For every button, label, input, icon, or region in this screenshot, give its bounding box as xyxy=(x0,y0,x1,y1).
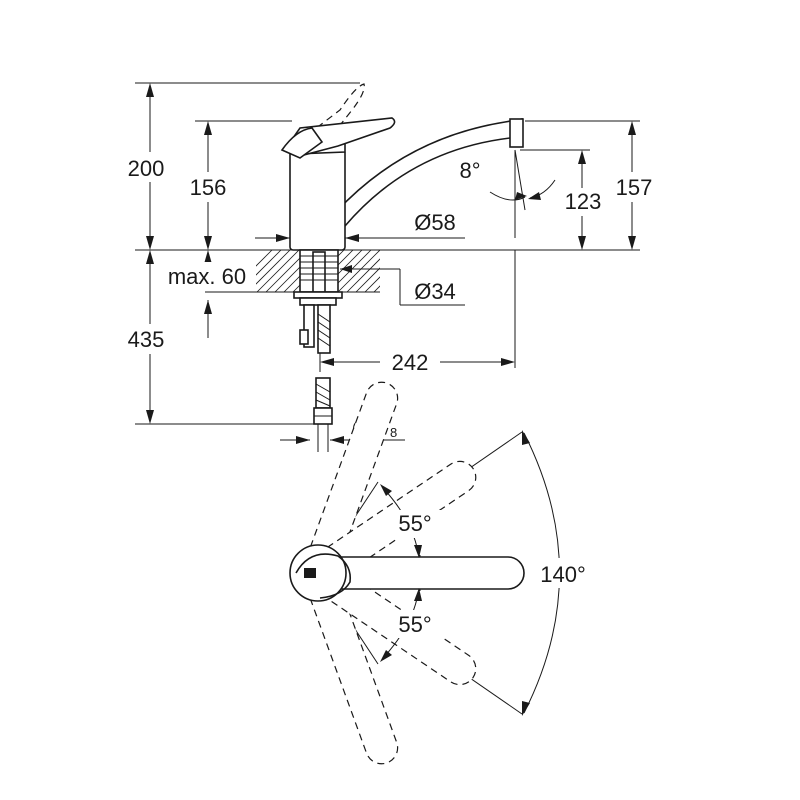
mount-max-label: max. 60 xyxy=(168,264,246,289)
faucet-top-body xyxy=(289,544,347,602)
mounting-assembly xyxy=(293,249,343,452)
shank-diameter-label: Ø34 xyxy=(414,279,456,304)
dimension-123: 123 xyxy=(558,150,608,250)
body-diameter-label: Ø58 xyxy=(414,210,456,235)
hose-fitting xyxy=(299,329,309,345)
swing-lower-label: 55° xyxy=(398,612,431,637)
hatch-line xyxy=(255,250,273,268)
supply-hose-right xyxy=(317,304,331,354)
top-view: 55° 55° 140° xyxy=(289,381,594,765)
hatch-line xyxy=(256,250,300,292)
lever-knuckle xyxy=(280,127,324,159)
dimension-mount-max: max. 60 xyxy=(158,250,256,338)
hatch-line xyxy=(255,250,282,277)
spout-height-label: 157 xyxy=(616,175,653,200)
total-height-label: 200 xyxy=(128,156,165,181)
dimension-spout-angle: 8° xyxy=(459,149,556,211)
spout-angle-label: 8° xyxy=(459,158,480,183)
temperature-indicator xyxy=(304,568,316,578)
outlet-height-label: 123 xyxy=(565,189,602,214)
dimension-156: 156 xyxy=(184,121,234,250)
mounting-stud xyxy=(312,251,326,293)
mounting-washer xyxy=(293,291,343,299)
hatch-line xyxy=(346,258,380,292)
dimension-435: 435 xyxy=(120,250,172,424)
dimension-200: 200 xyxy=(120,83,172,250)
dimension-242: 242 xyxy=(320,348,515,376)
hatch-line xyxy=(373,285,380,292)
dimension-shank-diameter: Ø34 xyxy=(340,265,456,304)
dimension-swing-upper: 55° xyxy=(380,484,444,558)
faucet-column xyxy=(289,149,346,251)
spout-reach-label: 242 xyxy=(392,350,429,375)
side-view: 200 156 157 123 xyxy=(120,82,658,452)
extension-lines xyxy=(135,82,640,441)
hatch-line xyxy=(255,250,291,286)
dimension-157: 157 xyxy=(608,121,658,250)
supply-hose-left xyxy=(303,304,315,348)
body-height-label: 156 xyxy=(190,175,227,200)
hatch-line xyxy=(337,250,380,292)
thread-denominator: 8 xyxy=(390,425,397,440)
dimension-swing-lower: 55° xyxy=(380,588,444,662)
dimension-swing-total: 140° xyxy=(522,430,594,716)
spout-aerator xyxy=(509,118,524,148)
faucet-body xyxy=(280,83,524,251)
mounting-nut xyxy=(299,297,337,306)
swing-total-label: 140° xyxy=(540,562,586,587)
dimension-body-diameter: Ø58 xyxy=(276,210,456,242)
hose-length-label: 435 xyxy=(128,327,165,352)
hatch-line xyxy=(364,276,380,292)
handle-position-center xyxy=(289,544,525,602)
hatch-line xyxy=(355,267,380,292)
swing-upper-label: 55° xyxy=(398,511,431,536)
